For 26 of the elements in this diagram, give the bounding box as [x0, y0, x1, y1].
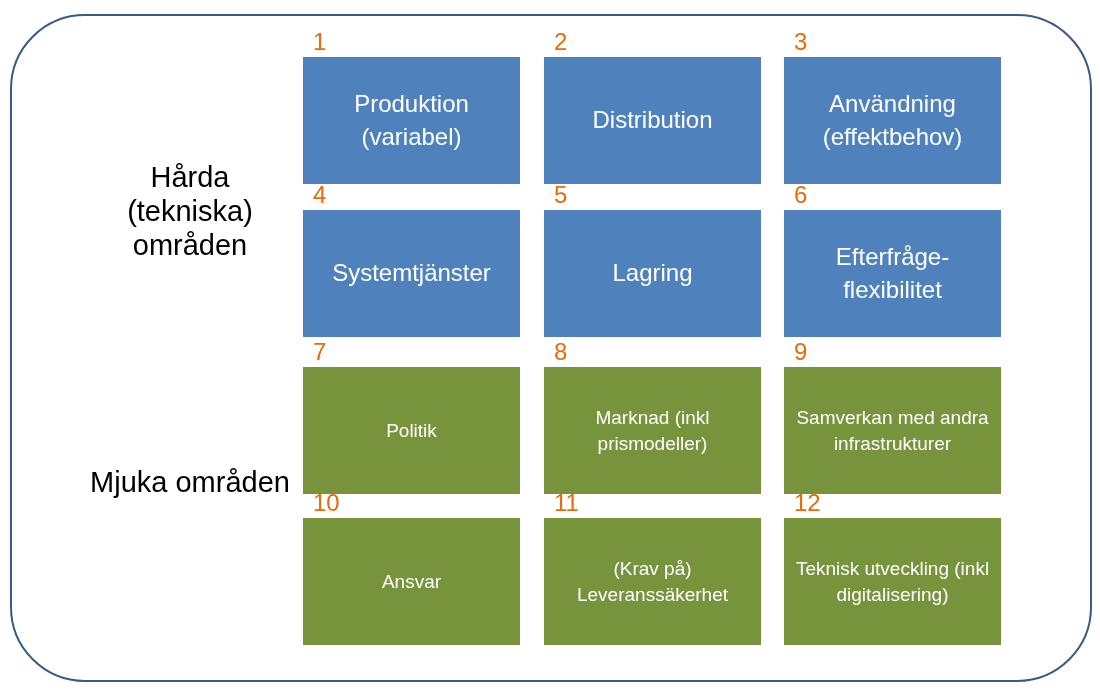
item-number: 4 — [313, 183, 327, 207]
item-number: 11 — [554, 491, 579, 515]
area-box: Produktion (variabel) — [303, 57, 520, 184]
area-box: Systemtjänster — [303, 210, 520, 337]
item-number: 1 — [313, 30, 327, 54]
item-number: 2 — [554, 30, 568, 54]
area-box: Samverkan med andra infrastrukturer — [784, 367, 1001, 494]
area-box: Lagring — [544, 210, 761, 337]
item-number: 6 — [794, 183, 808, 207]
group-label: Mjuka områden — [90, 465, 290, 499]
area-box: Politik — [303, 367, 520, 494]
area-box: Marknad (inkl prismodeller) — [544, 367, 761, 494]
area-box: Användning (effektbehov) — [784, 57, 1001, 184]
item-number: 10 — [313, 491, 340, 515]
item-number: 12 — [794, 491, 821, 515]
area-box: (Krav på) Leveranssäkerhet — [544, 518, 761, 645]
area-box: Distribution — [544, 57, 761, 184]
item-number: 9 — [794, 340, 808, 364]
item-number: 7 — [313, 340, 327, 364]
group-label: Hårda (tekniska) områden — [126, 160, 254, 262]
area-box: Teknisk utveckling (inkl digitalisering) — [784, 518, 1001, 645]
item-number: 5 — [554, 183, 568, 207]
item-number: 8 — [554, 340, 568, 364]
area-box: Ansvar — [303, 518, 520, 645]
item-number: 3 — [794, 30, 808, 54]
area-box: Efterfråge-flexibilitet — [784, 210, 1001, 337]
